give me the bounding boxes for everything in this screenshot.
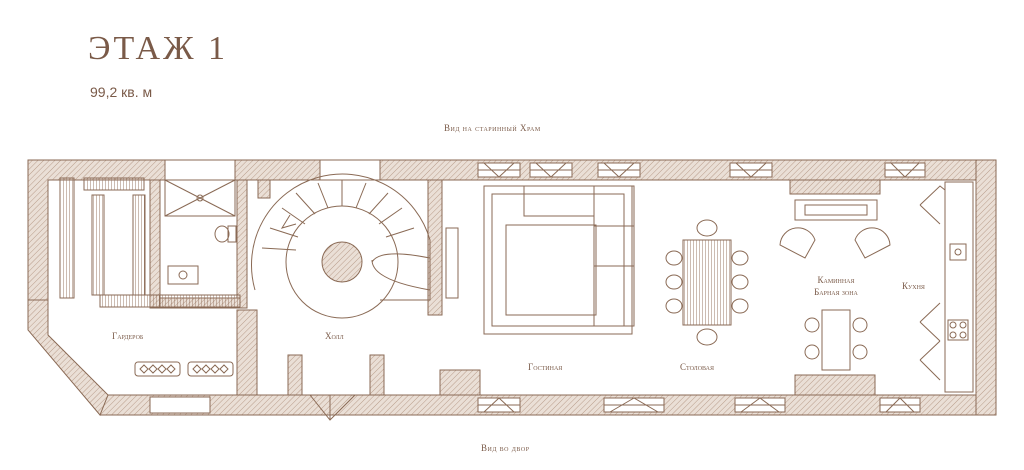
entrance-door — [309, 394, 356, 421]
interior-walls — [149, 179, 881, 396]
bar-counter — [804, 309, 868, 371]
room-label-fireplace-line2: Барная зона — [814, 287, 858, 297]
dining-table — [665, 219, 749, 346]
kitchen-counter — [919, 181, 974, 393]
fireplace-zone — [779, 199, 891, 259]
room-label-kitchen: Кухня — [902, 281, 925, 291]
room-label-fireplace-line1: Каминная — [817, 275, 855, 285]
floor-title: ЭТАЖ 1 — [88, 30, 229, 67]
bathroom — [164, 179, 237, 285]
spiral-staircase — [251, 173, 431, 319]
top-windows — [164, 159, 926, 181]
room-label-wardrobe: Гардероб — [112, 331, 144, 341]
room-label-hall: Холл — [325, 331, 344, 341]
view-bottom-label: Вид во двор — [481, 443, 530, 453]
room-label-fireplace: Каминная Барная зона — [800, 274, 872, 298]
view-top-label: Вид на старинный Храм — [444, 123, 541, 133]
wardrobe-racks — [59, 177, 241, 308]
living-sofa — [445, 185, 635, 335]
room-label-living: Гостиная — [528, 362, 563, 372]
wardrobe-ottomans — [134, 361, 234, 377]
floor-area: 99,2 кв. м — [90, 84, 153, 100]
room-label-dining: Столовая — [680, 362, 714, 372]
bottom-windows — [149, 396, 921, 414]
